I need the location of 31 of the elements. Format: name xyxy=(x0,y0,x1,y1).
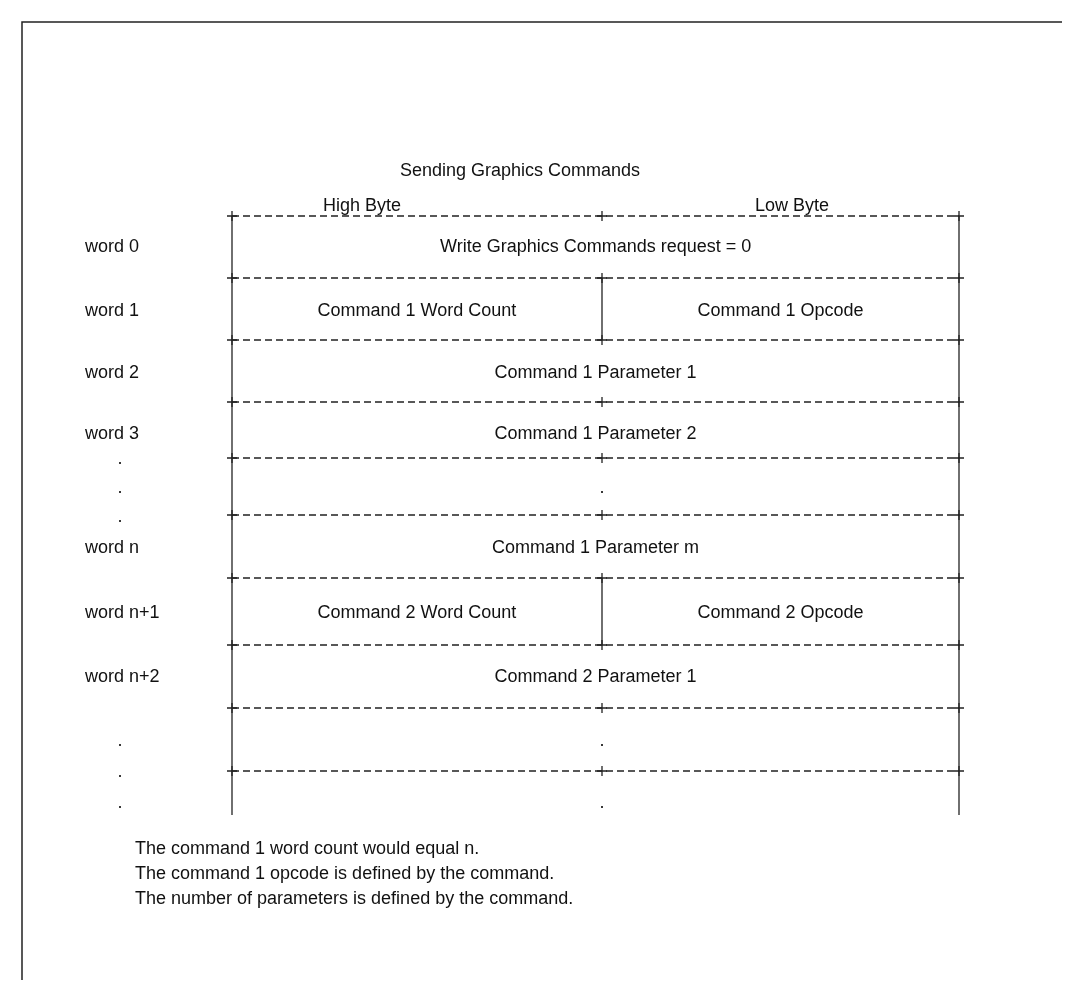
field-label: Command 2 Opcode xyxy=(697,601,864,623)
field-label: Command 1 Parameter 1 xyxy=(494,361,697,383)
column-heading: Low Byte xyxy=(755,194,830,216)
field-label: Command 2 Word Count xyxy=(317,601,517,623)
row-label: word n+1 xyxy=(85,601,160,623)
field-label: Write Graphics Commands request = 0 xyxy=(440,235,752,257)
row-label: word 3 xyxy=(85,422,140,444)
row-label: word n xyxy=(85,536,140,558)
field-label: Command 1 Parameter m xyxy=(492,536,700,558)
note-text: The command 1 word count would equal n. xyxy=(135,837,480,859)
ellipsis-dot: . xyxy=(117,476,123,498)
field-label: Command 2 Parameter 1 xyxy=(494,665,697,687)
row-label: word 2 xyxy=(85,361,140,383)
row-label: word n+2 xyxy=(85,665,160,687)
ellipsis-dot: . xyxy=(117,447,123,469)
row-label: word 0 xyxy=(85,235,140,257)
column-heading: High Byte xyxy=(323,194,402,216)
row-label: word 1 xyxy=(85,299,140,321)
field-label: Command 1 Word Count xyxy=(317,299,517,321)
field-label: Command 1 Opcode xyxy=(697,299,864,321)
ellipsis-dot: . xyxy=(117,505,123,527)
note-text: The number of parameters is defined by the command. xyxy=(135,887,574,909)
ellipsis-dot: . xyxy=(599,791,605,813)
ellipsis-dot: . xyxy=(117,791,123,813)
ellipsis-dot: . xyxy=(117,729,123,751)
ellipsis-dot: . xyxy=(599,476,605,498)
note-text: The command 1 opcode is defined by the command. xyxy=(135,862,555,884)
field-label: Command 1 Parameter 2 xyxy=(494,422,697,444)
ellipsis-dot: . xyxy=(117,760,123,782)
ellipsis-dot: . xyxy=(599,729,605,751)
diagram-title: Sending Graphics Commands xyxy=(400,159,641,181)
